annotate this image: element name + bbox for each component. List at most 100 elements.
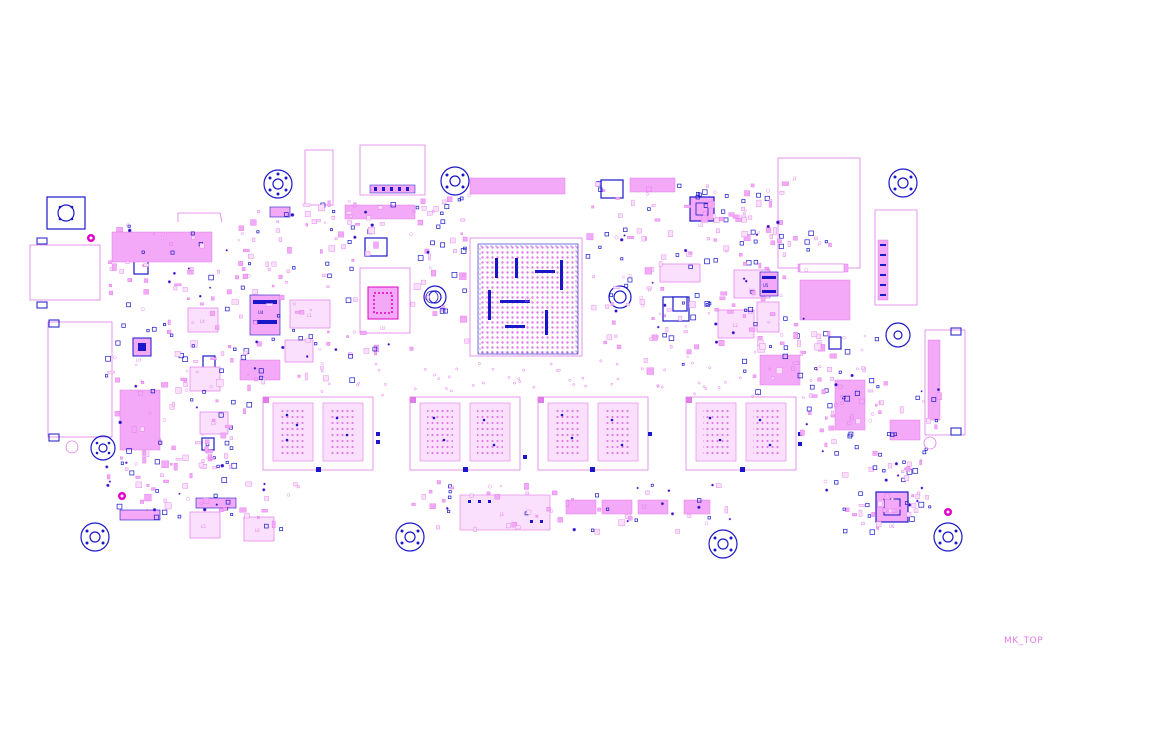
- via: [262, 488, 266, 492]
- via: [615, 362, 619, 366]
- smd-pad: [845, 507, 850, 512]
- via: [584, 384, 588, 388]
- via: [708, 366, 711, 370]
- smd-outline: [349, 377, 355, 383]
- smd-pad: [694, 344, 700, 350]
- via: [413, 387, 417, 391]
- via: [499, 484, 502, 488]
- smd-pad: [214, 325, 220, 330]
- smd-pad: [750, 183, 755, 188]
- smd-outline: [430, 240, 435, 246]
- smd-pad: [643, 358, 648, 363]
- smd-pad: [341, 244, 347, 250]
- smd-pad: [186, 297, 190, 300]
- via: [767, 321, 771, 324]
- smd-pad: [175, 457, 182, 461]
- smd-pad: [875, 403, 878, 407]
- via: [663, 368, 667, 372]
- smd-pad: [591, 304, 597, 311]
- via: [825, 488, 829, 492]
- smd-pad: [473, 526, 477, 532]
- smd-pad: [164, 502, 172, 510]
- smd-pad: [143, 278, 149, 283]
- smd-pad: [879, 400, 884, 406]
- smd-pad: [180, 377, 188, 381]
- smd-pad: [276, 220, 280, 223]
- smd-pad: [779, 191, 785, 195]
- via: [684, 325, 688, 328]
- smd-pad: [716, 483, 722, 488]
- smd-pad: [271, 520, 276, 529]
- smd-pad: [741, 231, 748, 238]
- smd-pad: [417, 219, 424, 226]
- smd-pad: [792, 361, 800, 365]
- via: [728, 517, 732, 521]
- smd-outline: [150, 388, 156, 394]
- via: [651, 281, 654, 284]
- smd-pad: [713, 238, 717, 242]
- smd-pad: [887, 463, 893, 469]
- smd-pad: [163, 498, 167, 503]
- smd-outline: [121, 323, 126, 328]
- via: [693, 392, 696, 396]
- smd-pad: [449, 486, 455, 490]
- smd-pad: [777, 239, 782, 244]
- via: [334, 348, 338, 352]
- smd-pad: [883, 381, 888, 386]
- smd-pad: [248, 253, 254, 259]
- via: [320, 390, 324, 393]
- via: [842, 336, 846, 340]
- smd-pad: [641, 236, 646, 242]
- smd-outline: [436, 224, 441, 229]
- via: [518, 380, 522, 383]
- smd-pad: [831, 439, 837, 445]
- smd-pad: [825, 416, 828, 420]
- via: [626, 519, 629, 523]
- via: [363, 210, 368, 214]
- smd-pad: [782, 252, 786, 257]
- via: [622, 275, 625, 279]
- smd-pad: [304, 211, 311, 217]
- smd-pad: [724, 506, 729, 514]
- smd-outline: [177, 514, 182, 519]
- smd-pad: [412, 209, 416, 213]
- smd-outline: [858, 491, 863, 496]
- smd-outline: [681, 301, 685, 305]
- smd-pad: [618, 519, 626, 527]
- smd-pad: [684, 204, 692, 208]
- smd-pad: [719, 296, 726, 300]
- via: [263, 482, 266, 486]
- via: [215, 503, 219, 506]
- smd-pad: [731, 303, 736, 307]
- via: [532, 385, 536, 389]
- smd-pad: [429, 503, 436, 509]
- smd-outline: [440, 242, 446, 248]
- smd-pad: [649, 337, 653, 341]
- smd-pad: [413, 283, 421, 290]
- via: [628, 273, 632, 277]
- smd-outline: [327, 273, 332, 278]
- smd-pad: [108, 283, 112, 288]
- via: [309, 308, 312, 312]
- via: [656, 335, 659, 338]
- smd-outline: [279, 527, 284, 532]
- smd-outline: [116, 503, 123, 510]
- via: [907, 503, 912, 507]
- smd-pad: [602, 189, 606, 192]
- via: [557, 368, 561, 372]
- via: [134, 384, 138, 388]
- smd-pad: [190, 267, 194, 271]
- smd-outline: [292, 266, 296, 270]
- via: [757, 231, 761, 234]
- smd-pad: [140, 499, 145, 504]
- smd-outline: [457, 198, 461, 202]
- smd-pad: [591, 205, 595, 209]
- smd-pad: [326, 285, 330, 288]
- smd-outline: [869, 378, 875, 384]
- smd-pad: [728, 212, 735, 217]
- smd-pad: [793, 235, 798, 241]
- smd-pad: [713, 217, 720, 223]
- via: [447, 375, 451, 379]
- via: [636, 486, 639, 490]
- via: [184, 388, 189, 392]
